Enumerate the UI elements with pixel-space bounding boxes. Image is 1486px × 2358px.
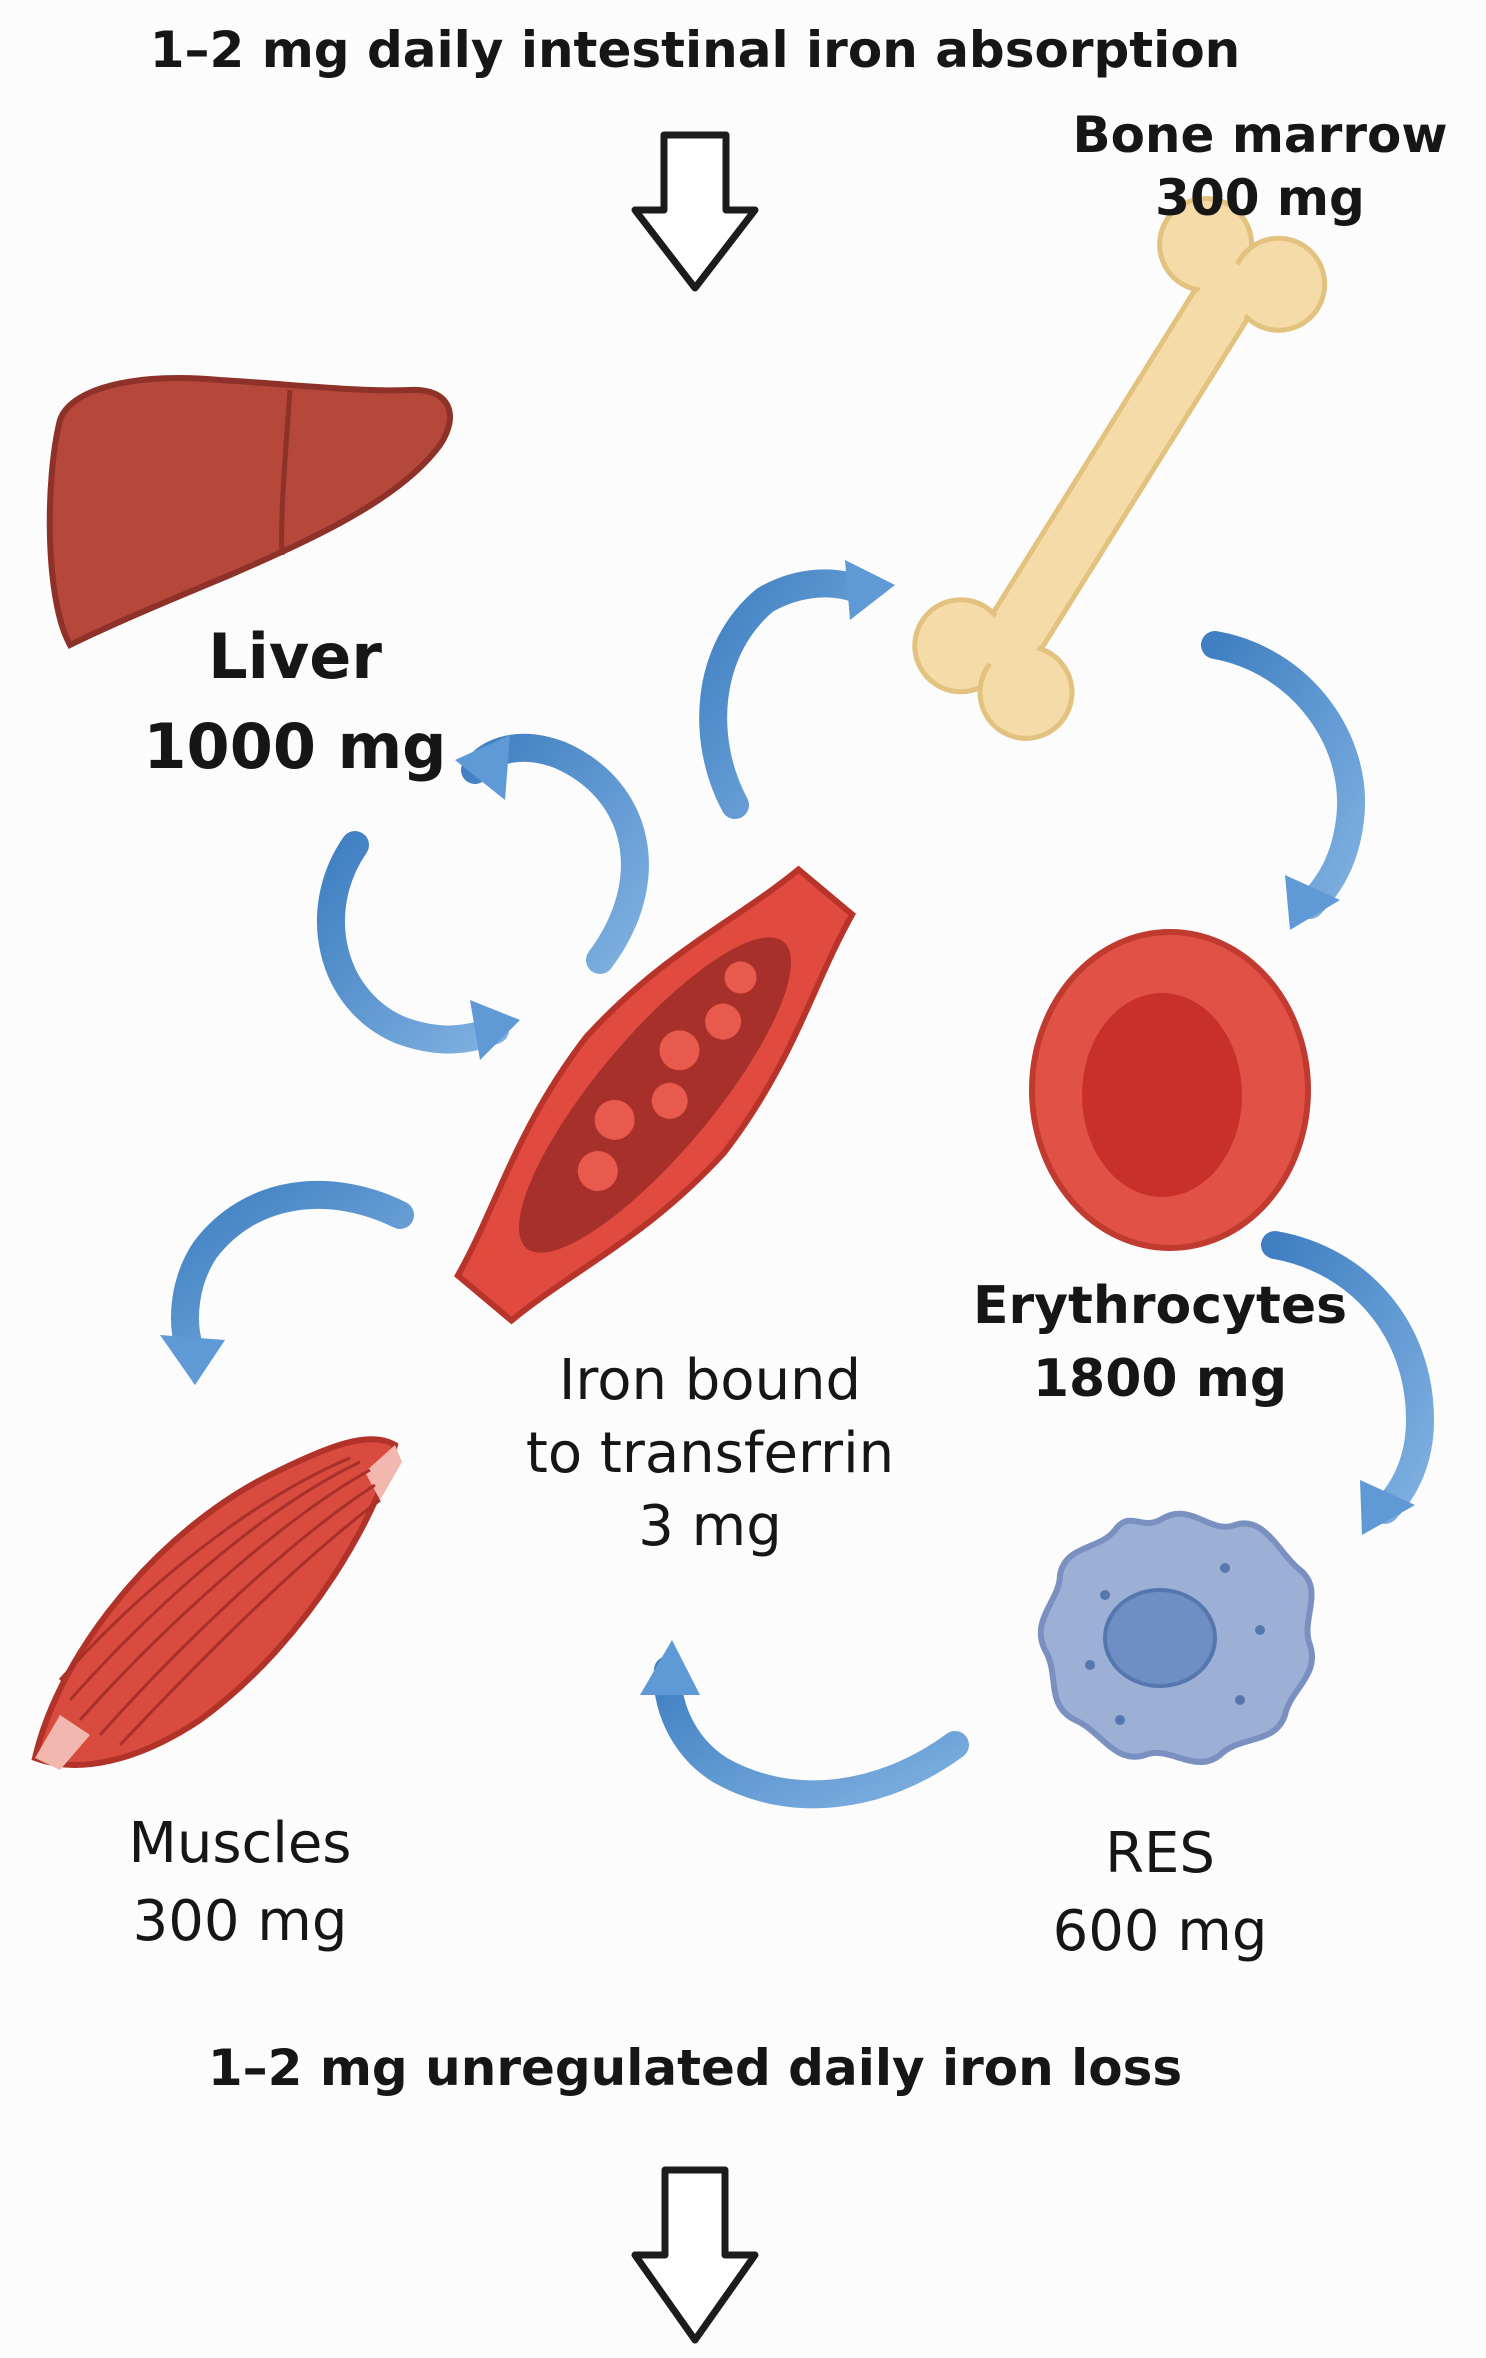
bone-marrow-amount: 300 mg: [1155, 168, 1365, 227]
liver-name: Liver: [208, 620, 382, 693]
arrowhead-erythrocyte-icon: [1285, 875, 1340, 930]
loss-arrow-icon: [631, 2166, 759, 2344]
blood-vessel-icon: [454, 865, 856, 1325]
transferrin-label: Iron bound to transferrin 3 mg: [490, 1345, 930, 1563]
arrowhead-liver-icon: [455, 735, 510, 800]
muscles-name: Muscles: [128, 1811, 352, 1876]
intake-arrow-icon: [631, 131, 759, 292]
arrowhead-vessel-left-icon: [470, 1000, 520, 1060]
arrowhead-vessel-bottom-icon: [640, 1640, 700, 1695]
res-label: RES 600 mg: [1010, 1815, 1310, 1972]
liver-label: Liver 1000 mg: [110, 612, 480, 792]
arrowhead-muscle-icon: [160, 1335, 225, 1385]
liver-amount: 1000 mg: [143, 709, 447, 783]
erythrocyte-icon: [1029, 929, 1311, 1251]
bone-icon: [912, 196, 1328, 741]
muscles-amount: 300 mg: [132, 1889, 348, 1955]
arrow-vessel-to-muscle-icon: [171, 1180, 414, 1364]
res-name: RES: [1105, 1821, 1215, 1886]
liver-icon: [46, 375, 453, 649]
arrow-liver-to-vessel-icon: [317, 831, 509, 1054]
intake-label: 1–2 mg daily intestinal iron absorption: [149, 21, 1241, 79]
arrowhead-bone-icon: [845, 560, 895, 620]
arrow-vessel-to-bone-icon: [699, 569, 874, 819]
arrowhead-res-icon: [1360, 1480, 1415, 1535]
transferrin-name-line2: to transferrin: [525, 1420, 895, 1486]
transferrin-amount: 3 mg: [638, 1493, 782, 1559]
erythrocytes-name: Erythrocytes: [972, 1276, 1348, 1336]
res-cell-icon: [1037, 1510, 1315, 1765]
erythrocytes-amount: 1800 mg: [1032, 1348, 1288, 1409]
arrow-bone-to-erythrocyte-icon: [1201, 631, 1366, 919]
arrow-erythrocyte-to-res-icon: [1261, 1231, 1435, 1524]
arrow-res-to-vessel-icon: [653, 1656, 969, 1809]
res-amount: 600 mg: [1052, 1899, 1268, 1965]
muscle-icon: [31, 1436, 402, 1770]
bone-marrow-label: Bone marrow 300 mg: [1040, 104, 1480, 229]
transferrin-name-line1: Iron bound: [558, 1348, 862, 1413]
bone-marrow-name: Bone marrow: [1072, 106, 1448, 164]
muscles-label: Muscles 300 mg: [90, 1805, 390, 1962]
erythrocytes-label: Erythrocytes 1800 mg: [950, 1270, 1370, 1416]
loss-label: 1–2 mg unregulated daily iron loss: [207, 2039, 1183, 2097]
